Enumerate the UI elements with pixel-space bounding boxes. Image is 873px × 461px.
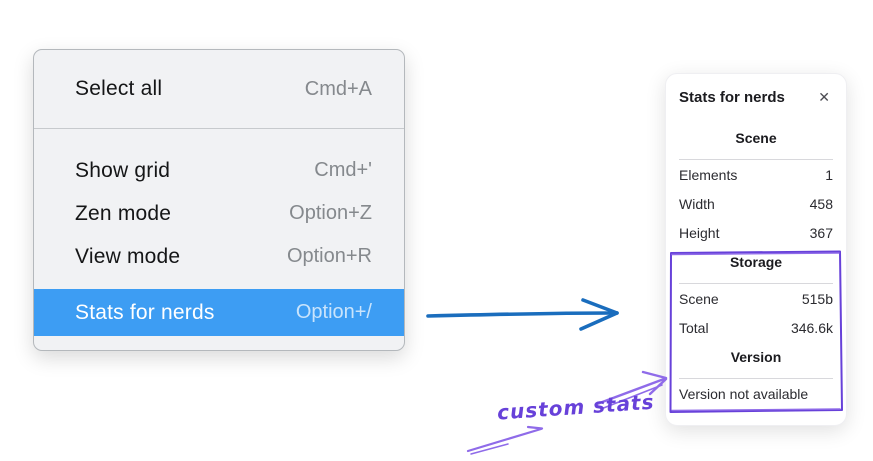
stat-row-width: Width 458 (679, 189, 833, 218)
menu-item-shortcut: Option+/ (295, 301, 372, 323)
stat-label: Elements (679, 166, 738, 183)
section-heading-version: Version (730, 349, 782, 365)
stat-label: Height (679, 224, 720, 241)
menu-item-label: Stats for nerds (75, 300, 215, 324)
menu-item-shortcut: Cmd+A (304, 77, 372, 100)
custom-stats-annotation-label: custom stats (496, 389, 656, 425)
stats-panel-header: Stats for nerds ✕ (679, 87, 833, 107)
menu-item-shortcut: Option+R (286, 245, 372, 267)
close-icon[interactable]: ✕ (818, 89, 830, 105)
menu-item-label: Select all (75, 77, 163, 100)
stats-panel: Stats for nerds ✕ Scene Elements 1 Width… (665, 73, 847, 426)
version-note: Version not available (679, 385, 809, 402)
section-heading-scene: Scene (735, 130, 777, 146)
menu-item-view-mode[interactable]: View mode Option+R (34, 235, 404, 278)
stat-value: 515b (801, 290, 833, 307)
stat-value: 367 (809, 224, 833, 241)
section-heading-storage: Storage (729, 254, 783, 270)
menu-group: Show grid Cmd+' Zen mode Option+Z View m… (34, 129, 404, 336)
menu-item-select-all[interactable]: Select all Cmd+A (34, 50, 404, 128)
stat-row-height: Height 367 (679, 218, 833, 247)
stat-label: Total (679, 319, 709, 336)
menu-item-stats-for-nerds[interactable]: Stats for nerds Option+/ (34, 289, 404, 336)
menu-item-shortcut: Cmd+' (314, 159, 372, 181)
stat-row-total-size: Total 346.6k (679, 313, 833, 342)
stat-row-elements: Elements 1 (679, 160, 833, 189)
stats-panel-title: Stats for nerds (679, 88, 785, 106)
menu-item-show-grid[interactable]: Show grid Cmd+' (34, 149, 404, 192)
menu-item-label: Show grid (75, 158, 171, 182)
stat-label: Scene (679, 290, 719, 307)
menu-item-label: Zen mode (75, 201, 172, 225)
stat-label: Width (679, 195, 715, 212)
context-menu: Select all Cmd+A Show grid Cmd+' Zen mod… (33, 49, 405, 351)
stat-row-scene-size: Scene 515b (679, 284, 833, 313)
stat-value: 346.6k (790, 319, 833, 336)
custom-stats-small-arrow (466, 425, 544, 455)
menu-divider (34, 128, 404, 129)
menu-item-zen-mode[interactable]: Zen mode Option+Z (34, 192, 404, 235)
stat-value: 458 (809, 195, 833, 212)
blue-arrow (426, 298, 619, 331)
menu-item-label: View mode (75, 244, 181, 268)
menu-item-shortcut: Option+Z (289, 202, 372, 224)
stat-value: 1 (825, 166, 833, 183)
section-divider (679, 159, 833, 160)
